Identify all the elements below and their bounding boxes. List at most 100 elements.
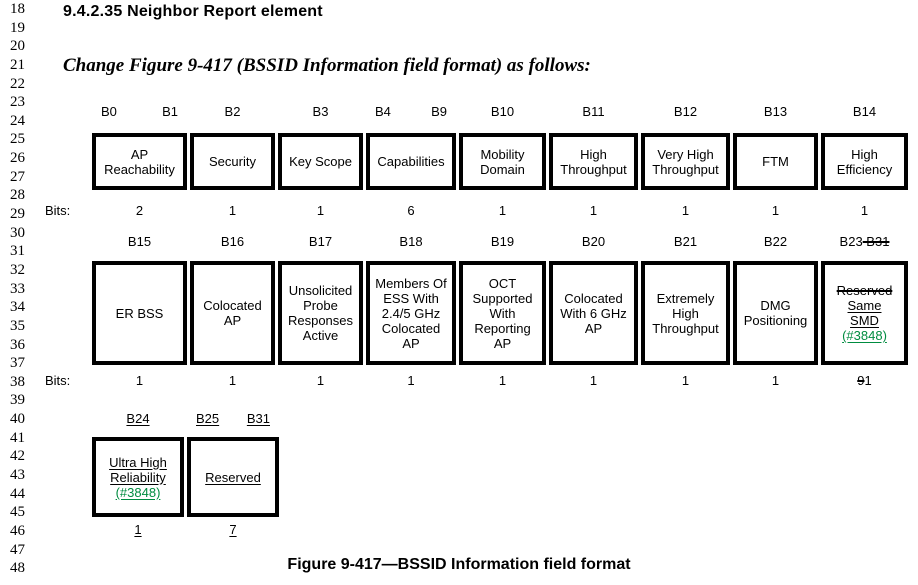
bits-label: Bits: [45,373,71,388]
line-number: 46 [10,522,25,539]
text: Unsolicited [288,283,353,298]
bits-value: 1 [641,203,730,221]
line-number: 42 [10,448,25,465]
text: High [672,305,699,321]
line-number: 45 [10,504,25,521]
text: 1 [681,373,690,388]
text: DMG [760,298,791,313]
text: Efficiency [836,161,893,177]
text: 1 [135,373,144,388]
bits-value: 1 [190,373,275,391]
bits-value: 1 [733,203,818,221]
change-instruction: Change Figure 9-417 (BSSID Information f… [63,55,591,76]
text: B20 [581,234,606,249]
field-cell: Reserved [187,437,279,517]
bit-label: B19 [459,234,546,252]
text: FTM [762,154,789,169]
text: High [580,146,607,162]
bit-label: B17 [278,234,363,252]
bits-value: 6 [366,203,456,221]
text: B17 [308,234,333,249]
line-number: 48 [10,560,25,577]
text: 1 [589,203,598,218]
text: 1 [864,373,872,388]
text: 1 [228,373,237,388]
bit-label: B23 B31 [821,234,908,252]
bit-label: B16 [190,234,275,252]
bits-value: 1 [366,373,456,391]
text: B3 [312,104,329,119]
bit-label: B24 [92,411,184,429]
text: B9 [431,104,447,119]
text: 6 [407,203,415,218]
text: Reporting [474,320,531,336]
text: ESS With [383,290,439,306]
text: Capabilities [377,154,445,169]
field-cell: Capabilities [366,133,456,190]
line-number: 27 [10,168,25,185]
line-number: 36 [10,336,25,353]
bit-label: B11 [549,104,638,122]
line-number: 38 [10,373,25,390]
inserted-text: Reliability [110,469,166,485]
line-number: 33 [10,280,25,297]
bit-label: B20 [549,234,638,252]
deleted-text: B31 [862,234,890,249]
text: B14 [852,104,877,119]
line-number: 44 [10,485,25,502]
text: B21 [673,234,698,249]
inserted-text: (#3848) [842,328,887,343]
bits-value: 2 [92,203,187,221]
line-number: 47 [10,541,25,558]
line-number: 26 [10,150,25,167]
text: Domain [480,161,525,177]
bits-value: 1 [549,373,638,391]
line-number: 41 [10,429,25,446]
line-number: 32 [10,261,25,278]
bit-label: B21 [641,234,730,252]
deleted-text: 9 [857,373,865,388]
text: 2 [135,203,144,218]
text: 1 [681,203,690,218]
text: Colocated [381,320,441,336]
text: B4 [375,104,391,119]
line-number: 35 [10,317,25,334]
text: B13 [763,104,788,119]
inserted-text: Reserved [205,469,261,485]
text: ER BSS [115,305,164,321]
line-number: 43 [10,467,25,484]
inserted-text: (#3848) [115,484,161,500]
line-number: 37 [10,355,25,372]
text: OCT [488,275,517,291]
text: AP [223,313,242,328]
line-number: 20 [10,38,25,55]
line-number: 22 [10,75,25,92]
inserted-text: B24 [126,411,150,426]
text: Security [209,154,256,169]
text: B12 [673,104,698,119]
bit-label: B4 B9 [366,104,456,122]
deleted-text: Reserved [836,283,893,298]
line-number: 31 [10,243,25,260]
bits-value: 1 [459,373,546,391]
bits-value: 1 [92,522,184,540]
text: Colocated [203,298,262,313]
field-cell: Security [190,133,275,190]
text: 1 [498,203,507,218]
bits-label: Bits: [45,203,71,218]
text: AP [402,335,420,351]
